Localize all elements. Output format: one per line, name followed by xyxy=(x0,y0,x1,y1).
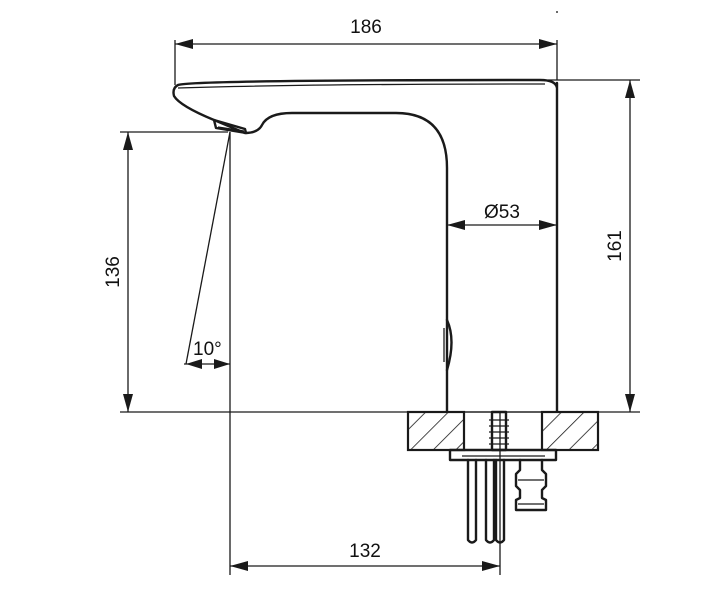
aerator-face xyxy=(217,126,245,132)
dimension-spout-height xyxy=(123,132,133,412)
dimension-body-height-label: 161 xyxy=(605,230,626,262)
dimension-body-diameter xyxy=(447,220,557,230)
mounting-assembly xyxy=(406,410,600,544)
dimension-body-diameter-label: Ø53 xyxy=(484,202,520,223)
supply-hose-2 xyxy=(484,458,496,544)
faucet-body xyxy=(172,78,559,413)
dimension-overall-width xyxy=(175,39,557,49)
supply-hose-1 xyxy=(466,458,478,544)
dimension-body-height xyxy=(625,80,635,412)
aerator xyxy=(212,118,248,135)
spray-angle-line xyxy=(185,131,231,365)
dimension-spout-height-label: 136 xyxy=(103,256,124,288)
spout-top-edge xyxy=(177,83,546,89)
mounting-nut xyxy=(448,448,558,462)
deck-section-right xyxy=(540,410,600,452)
dimension-spout-reach xyxy=(230,561,500,571)
deck-section-left xyxy=(406,410,466,452)
hose-fitting xyxy=(514,458,548,512)
faucet-outline xyxy=(172,78,559,413)
dimension-spray-angle-label: 10° xyxy=(193,339,222,360)
dimension-spray-angle xyxy=(186,359,230,369)
extension-lines xyxy=(120,40,640,575)
sensor-window xyxy=(445,318,453,372)
dimension-spout-reach-label: 132 xyxy=(349,541,381,562)
dimension-overall-width-label: 186 xyxy=(350,17,382,38)
